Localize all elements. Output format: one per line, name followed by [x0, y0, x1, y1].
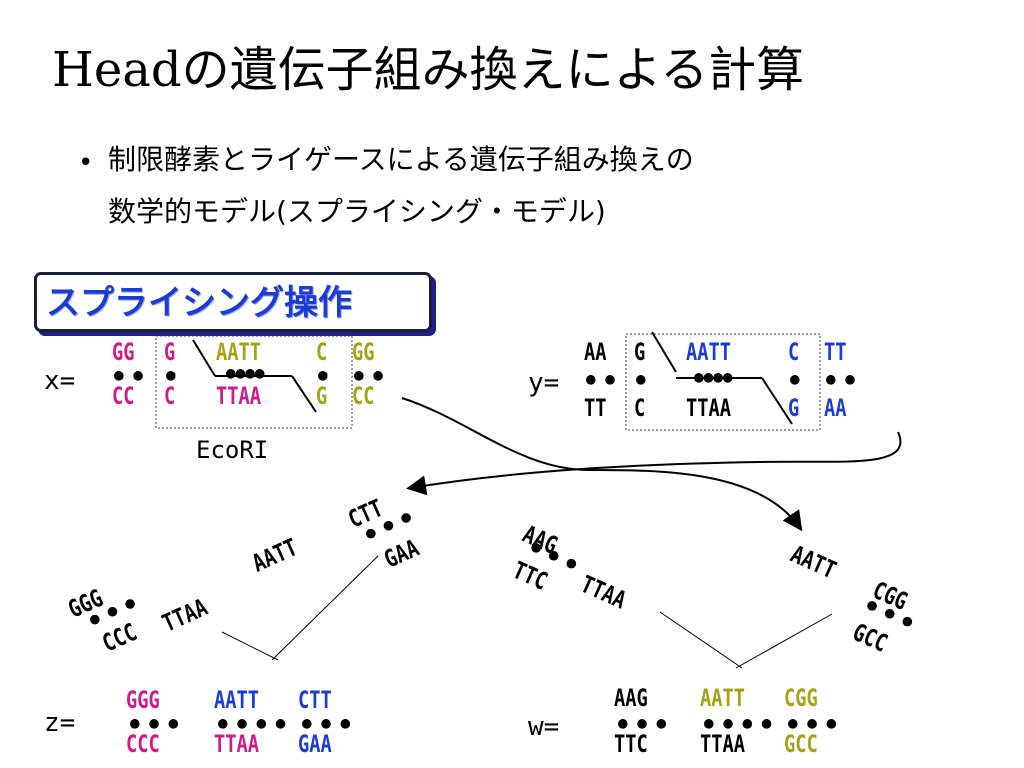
x-bottom-5: CC [352, 382, 375, 410]
y-bond-dots-1: ● ● [586, 369, 615, 388]
x-label: x= [44, 366, 76, 396]
join-w-right [735, 613, 833, 669]
x-top-4: C [316, 338, 328, 366]
y-top-4: C [788, 338, 800, 366]
w-bottom-2: TTAA [700, 730, 746, 758]
x-bottom-1: CC [112, 382, 135, 410]
y-top-1: AA [584, 338, 607, 366]
y-bond-dots-4: ● [790, 369, 800, 388]
y-bottom-2: C [634, 394, 646, 422]
x-bottom-4: G [316, 382, 328, 410]
bullet-text-line-2: 数学的モデル(スプライシング・モデル) [108, 195, 606, 228]
y-bottom-4: G [788, 394, 800, 422]
w-top-2: AATT [700, 684, 746, 712]
z-bottom-1: CCC [126, 730, 160, 758]
arrow-x-to-right-fragment [401, 397, 803, 532]
x-bottom-2: C [164, 382, 176, 410]
w-top-1: AAG [614, 684, 648, 712]
z-top-1: GGG [126, 686, 160, 714]
y-bond-dots-5: ● ● [826, 369, 855, 388]
y-top-5: TT [824, 338, 847, 366]
z-bond-dots-3: ● ● ● [302, 713, 351, 732]
join-z-left [221, 631, 279, 661]
x-bond-dots-1: ● ● [114, 365, 143, 384]
w-top-3: CGG [784, 684, 818, 712]
x-top-5: GG [352, 338, 375, 366]
join-z-right [271, 555, 379, 661]
w-bottom-3: GCC [784, 730, 818, 758]
operation-label-box [34, 272, 432, 332]
z-bond-dots-2: ● ● ● ● [218, 713, 286, 732]
y-bond-dots-2: ● [636, 369, 646, 388]
page-title: Headの遺伝子組み換えによる計算 [52, 42, 805, 98]
x-top-2: G [164, 338, 176, 366]
w-bottom-1: TTC [614, 730, 648, 758]
x-bottom-3: TTAA [216, 382, 262, 410]
y-bond-dots-3: ●●●● [694, 367, 733, 386]
operation-label: スプライシング操作 [46, 283, 352, 323]
x-bond-dots-4: ● [318, 365, 328, 384]
join-w-left [659, 611, 743, 669]
y-cut-left [651, 331, 677, 373]
z-top-3: CTT [298, 686, 332, 714]
y-cut-right [761, 377, 793, 425]
y-top-3: AATT [686, 338, 732, 366]
w-bond-dots-3: ● ● ● [788, 713, 837, 732]
z-bond-dots-1: ● ● ● [130, 713, 179, 732]
x-site-box [155, 335, 353, 429]
x-bond-dots-3: ●●●● [226, 363, 265, 382]
w-bond-dots-2: ● ● ● ● [704, 713, 772, 732]
z-top-2: AATT [214, 686, 260, 714]
y-bottom-1: TT [584, 394, 607, 422]
bullet-text-line-1: 制限酵素とライゲースによる遺伝子組み換えの [108, 143, 694, 176]
y-bottom-5: AA [824, 394, 847, 422]
x-top-3: AATT [216, 338, 262, 366]
z-bottom-3: GAA [298, 730, 332, 758]
x-cut-left [192, 339, 216, 377]
y-label: y= [528, 368, 560, 398]
x-bond-dots-2: ● [166, 365, 176, 384]
y-bottom-3: TTAA [686, 394, 732, 422]
y-top-2: G [634, 338, 646, 366]
x-top-1: GG [112, 338, 135, 366]
x-cut-right [291, 375, 317, 413]
w-bond-dots-1: ● ● ● [618, 713, 667, 732]
x-bond-dots-5: ● ● [354, 365, 383, 384]
z-bottom-2: TTAA [214, 730, 260, 758]
bullet-marker: • [78, 148, 94, 178]
arrow-y-to-left-fragment [406, 431, 902, 496]
enzyme-label: EcoRI [196, 436, 269, 464]
z-label: z= [44, 708, 76, 738]
y-site-box [625, 333, 821, 431]
w-label: w= [528, 712, 560, 742]
